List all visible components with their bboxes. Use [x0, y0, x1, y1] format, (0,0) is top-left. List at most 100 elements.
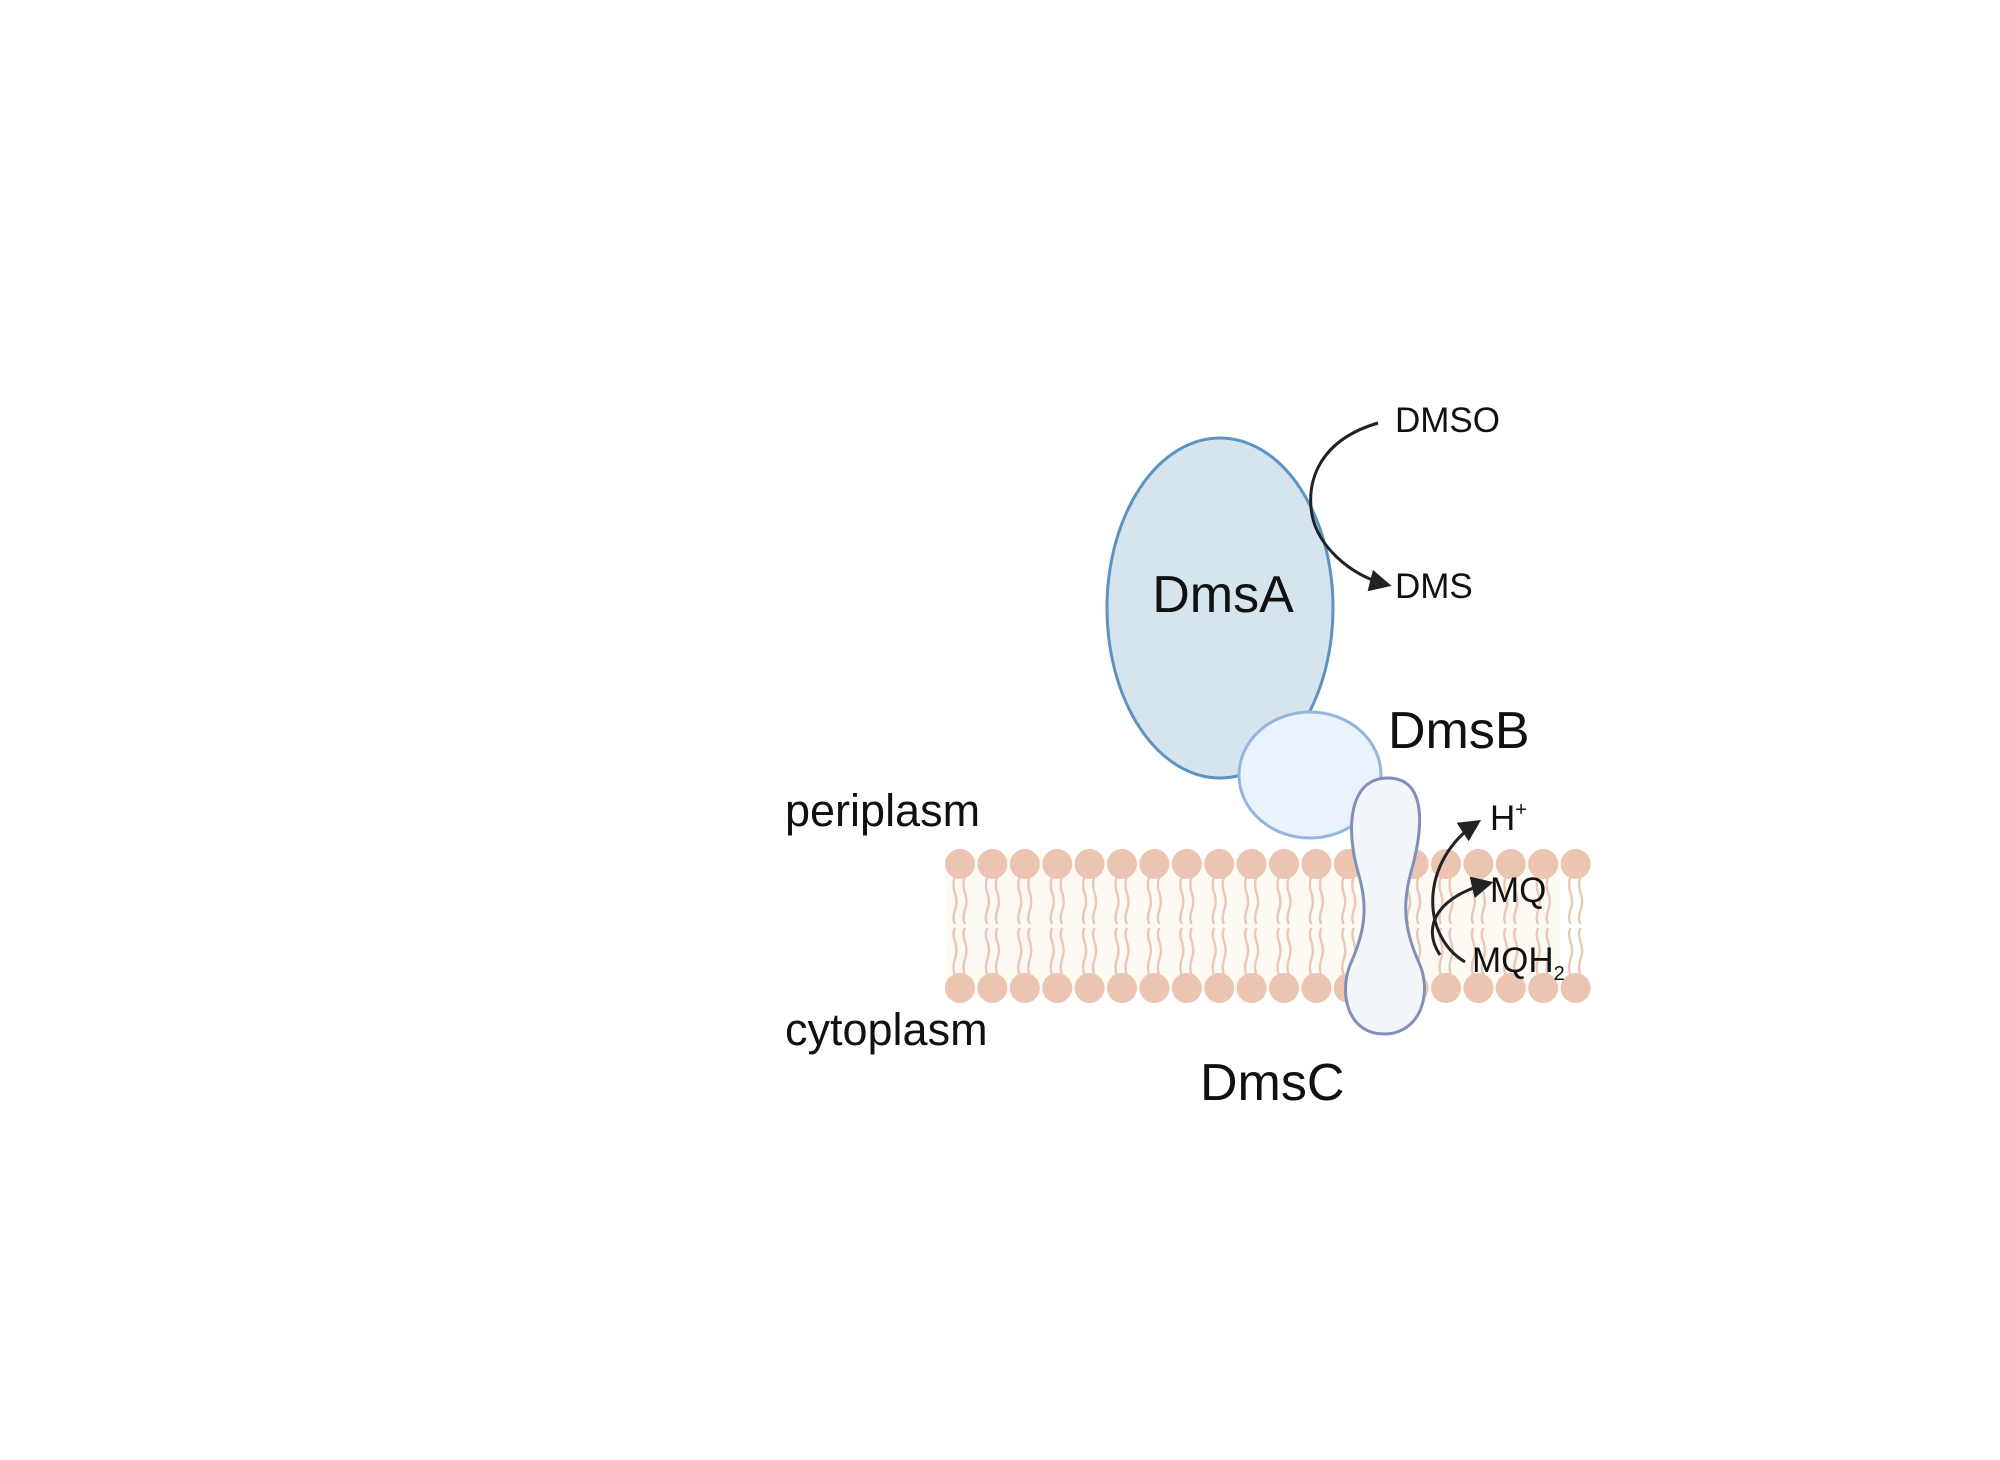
lipid-tail-inner: [1017, 927, 1023, 977]
lipid-head-top: [1009, 849, 1040, 879]
lipid-head-bottom: [1204, 973, 1235, 1003]
dmsc-subunit: [1344, 776, 1426, 1036]
dmsa-label: DmsA: [1152, 566, 1294, 624]
mqh2-label: MQH2: [1472, 941, 1565, 985]
lipid-head-top: [1204, 849, 1235, 879]
lipid-tail-inner: [1480, 927, 1487, 977]
lipid-head-bottom: [1171, 973, 1202, 1003]
lipid-head-top: [1107, 849, 1137, 879]
lipid-tail-outer: [962, 875, 968, 925]
lipid-head-top: [977, 849, 1008, 879]
lipid-tail-outer: [1276, 875, 1282, 925]
lipid-tail-outer: [1059, 875, 1065, 925]
lipid-head-top: [945, 849, 975, 879]
lipid-head-bottom: [1042, 973, 1073, 1003]
dmso-reduction-arrow: [1309, 421, 1392, 592]
lipid-tail-outer: [1286, 875, 1292, 925]
lipid-head-bottom: [1074, 973, 1105, 1003]
membrane-background: [945, 858, 1560, 992]
dmsa-subunit: [1105, 436, 1335, 780]
lipid-tail-inner: [1059, 927, 1065, 977]
lipid-head-bottom: [1431, 973, 1461, 1003]
lipid-tail-outer: [1027, 875, 1033, 925]
cytoplasm-label: cytoplasm: [785, 1004, 988, 1055]
dmso-label: DMSO: [1395, 401, 1500, 440]
lipid-tail-outer: [1211, 875, 1217, 925]
lipid-head-bottom: [1463, 973, 1494, 1003]
lipid-head-top: [1139, 849, 1170, 879]
lipid-tail-outer: [1415, 875, 1422, 925]
lipid-head-bottom: [1560, 973, 1591, 1003]
lipid-tail-inner: [1146, 927, 1153, 977]
lipid-head-top: [1074, 849, 1105, 879]
dmsb-subunit: [1237, 710, 1383, 840]
lipid-tail-inner: [1513, 927, 1519, 977]
mq-label: MQ: [1490, 871, 1546, 910]
lipid-tail-outer: [1253, 875, 1260, 925]
lipid-tail-outer: [984, 875, 991, 925]
lipid-tail-inner: [1286, 927, 1292, 977]
lipid-tail-inner: [1470, 927, 1477, 977]
lipid-tail-inner: [962, 927, 968, 977]
lipid-tail-outer: [1318, 875, 1325, 925]
lipid-tail-outer: [1081, 875, 1088, 925]
lipid-head-bottom: [1236, 973, 1267, 1003]
lipid-tail-outer: [1156, 875, 1163, 925]
lipid-tail-outer: [1221, 875, 1227, 925]
lipid-head-bottom: [977, 973, 1008, 1003]
lipid-tail-inner: [1081, 927, 1088, 977]
lipid-tail-inner: [984, 927, 991, 977]
lipid-tail-inner: [1535, 927, 1541, 977]
dmsc-label: DmsC: [1200, 1054, 1344, 1112]
lipid-tail-inner: [1124, 927, 1130, 977]
lipid-tail-outer: [952, 875, 958, 925]
lipid-head-bottom: [945, 973, 975, 1003]
lipid-tail-outer: [1091, 875, 1098, 925]
lipid-tail-outer: [1114, 875, 1120, 925]
menaquinol-oxidation-arrow: [1430, 876, 1494, 956]
lipid-tail-inner: [1211, 927, 1217, 977]
lipid-tail-inner: [1156, 927, 1163, 977]
h-plus-label: H+: [1490, 799, 1527, 838]
lipid-tail-outer: [1124, 875, 1130, 925]
lipid-head-bottom: [1495, 973, 1526, 1003]
lipid-head-top: [1463, 849, 1494, 879]
lipid-tail-outer: [1017, 875, 1023, 925]
lipid-head-bottom: [1139, 973, 1170, 1003]
lipid-tail-inner: [1049, 927, 1055, 977]
lipid-head-top: [1528, 849, 1559, 879]
periplasm-label: periplasm: [785, 785, 980, 836]
lipid-tail-inner: [1253, 927, 1260, 977]
lipid-tail-outer: [1049, 875, 1055, 925]
lipid-tail-outer: [1351, 875, 1357, 925]
lipid-tail-inner: [1503, 927, 1509, 977]
lipid-tail-inner: [1221, 927, 1227, 977]
lipid-head-bottom: [1301, 973, 1332, 1003]
lipid-head-top: [1560, 849, 1591, 879]
lipid-tail-inner: [1114, 927, 1120, 977]
lipid-head-top: [1171, 849, 1202, 879]
lipid-tail-outer: [1341, 875, 1347, 925]
lipid-head-top: [1301, 849, 1332, 879]
lipid-tail-inner: [1027, 927, 1033, 977]
lipid-tail-inner: [1243, 927, 1250, 977]
lipid-tail-outer: [1513, 875, 1519, 925]
lipid-tail-outer: [1545, 875, 1551, 925]
lipid-tail-outer: [1146, 875, 1153, 925]
lipid-tail-outer: [1503, 875, 1509, 925]
lipid-tail-outer: [1243, 875, 1250, 925]
lipid-tail-inner: [1567, 927, 1574, 977]
lipid-tail-outer: [994, 875, 1001, 925]
lipid-tail-inner: [952, 927, 958, 977]
lipid-head-top: [1042, 849, 1073, 879]
lipid-tail-outer: [1438, 875, 1444, 925]
dms-label: DMS: [1395, 567, 1473, 606]
lipid-tail-inner: [1308, 927, 1315, 977]
lipid-tail-outer: [1535, 875, 1541, 925]
proton-release-arrow: [1431, 819, 1482, 964]
lipid-tail-inner: [1577, 927, 1584, 977]
lipid-tail-outer: [1308, 875, 1315, 925]
lipid-tail-inner: [1545, 927, 1551, 977]
